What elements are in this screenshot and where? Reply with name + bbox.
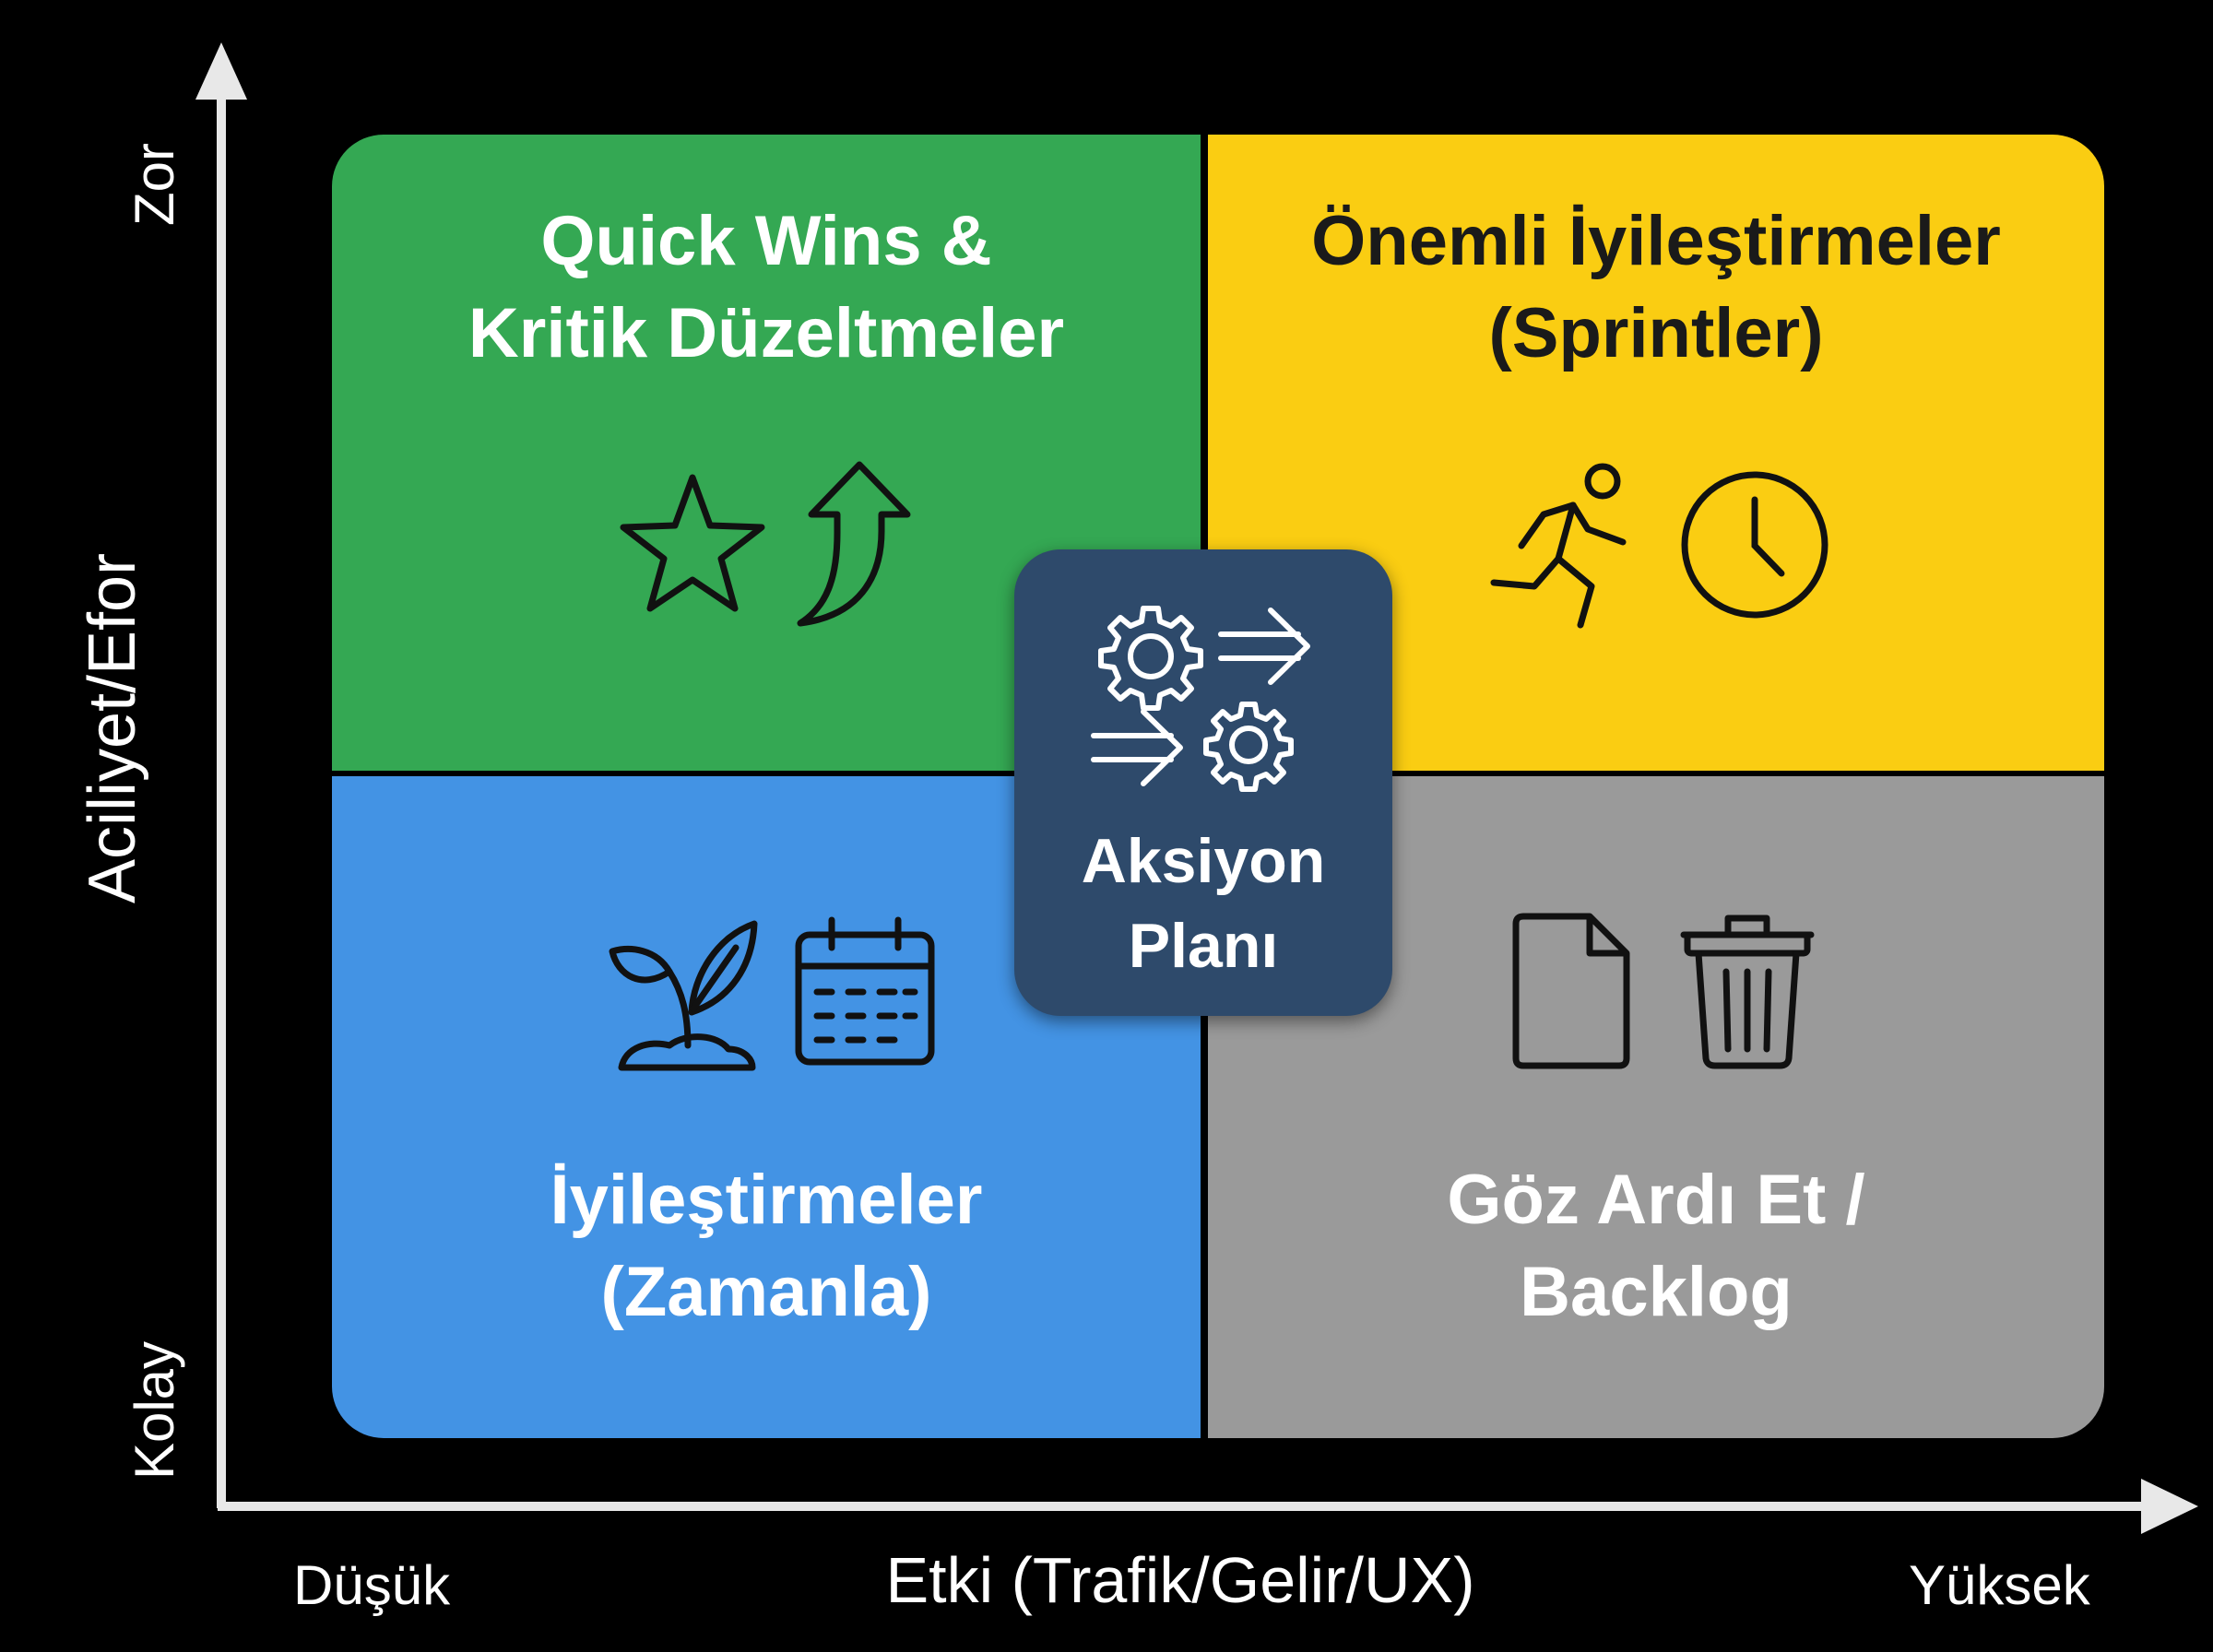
- y-axis-low-label: Kolay: [124, 1340, 185, 1481]
- quadrant-title: Quick Wins & Kritik Düzeltmeler: [332, 195, 1201, 380]
- y-axis-arrowhead: [195, 42, 247, 100]
- trash-icon: [1680, 914, 1815, 1069]
- document-icon: [1512, 913, 1630, 1069]
- y-axis: [195, 42, 247, 1508]
- quadrant-title-line2: Kritik Düzeltmeler: [467, 294, 1065, 372]
- x-axis-low-label: Düşük: [293, 1554, 451, 1616]
- action-plan-label: Aksiyon Planı: [1014, 819, 1392, 988]
- quadrant-title: Göz Ardı Et / Backlog: [1208, 1154, 2104, 1339]
- action-plan-line1: Aksiyon: [1081, 826, 1326, 896]
- y-axis-high-label: Zor: [124, 143, 185, 226]
- running-person-icon: [1490, 463, 1627, 629]
- quadrant-title-line1: İyileştirmeler: [550, 1161, 983, 1239]
- quadrant-title: İyileştirmeler (Zamanla): [332, 1154, 1201, 1339]
- arrow-right-icon: [1091, 709, 1183, 786]
- x-axis-label: Etki (Trafik/Gelir/UX): [885, 1544, 1475, 1616]
- action-plan-box: Aksiyon Planı: [1014, 549, 1392, 1016]
- y-axis-label: Aciliyet/Efor: [76, 552, 149, 904]
- x-axis: [218, 1479, 2198, 1534]
- action-plan-line2: Planı: [1128, 911, 1279, 981]
- x-axis-high-label: Yüksek: [1909, 1554, 2090, 1616]
- quadrant-title-line1: Önemli İyileştirmeler: [1311, 202, 2001, 280]
- quadrant-title-line2: (Zamanla): [600, 1253, 932, 1331]
- clock-icon: [1681, 471, 1828, 619]
- quadrant-title-line2: Backlog: [1520, 1253, 1793, 1331]
- calendar-icon: [795, 916, 935, 1066]
- star-icon: [620, 474, 765, 612]
- gear-icon: [1203, 702, 1294, 792]
- quadrant-quick-wins: Quick Wins & Kritik Düzeltmeler: [332, 135, 1201, 771]
- gear-icon: [1098, 606, 1203, 711]
- quadrant-title-line2: (Sprintler): [1488, 294, 1824, 372]
- x-axis-arrowhead: [2141, 1479, 2198, 1534]
- arrow-right-icon: [1218, 608, 1310, 685]
- gears-arrows-icon: [1091, 606, 1310, 792]
- quadrant-title-line1: Quick Wins &: [540, 202, 992, 280]
- curved-arrow-up-icon: [797, 461, 911, 627]
- quadrant-title-line1: Göz Ardı Et /: [1447, 1161, 1865, 1239]
- sprout-icon: [609, 920, 758, 1071]
- quadrant-title: Önemli İyileştirmeler (Sprintler): [1208, 195, 2104, 380]
